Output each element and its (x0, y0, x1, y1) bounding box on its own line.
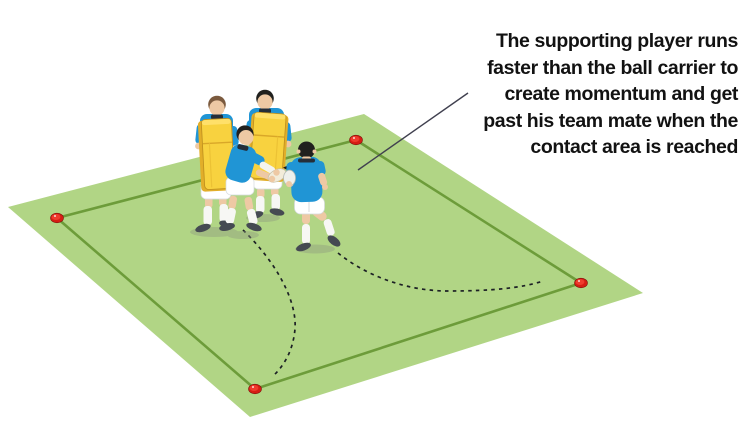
shoe (219, 223, 235, 231)
caption-line: faster than the ball carrier to (487, 56, 738, 79)
shoe (296, 242, 311, 252)
cone-left (50, 212, 64, 224)
head (257, 94, 273, 110)
corner-cones (50, 134, 588, 395)
player-ball-carrier (219, 125, 289, 232)
shoe (269, 208, 285, 216)
head (209, 100, 225, 116)
shoe (327, 235, 341, 247)
ball-carrier-run-path (242, 229, 296, 378)
player-supporting (283, 141, 341, 252)
shoe (195, 223, 211, 233)
cone-right (574, 277, 588, 289)
caption: The supporting player runs faster than t… (438, 28, 738, 161)
cone-bottom (248, 383, 262, 395)
caption-line: The supporting player runs (495, 30, 738, 52)
shoe (246, 222, 262, 232)
caption-pointer-line (357, 92, 469, 171)
hair (298, 141, 315, 159)
caption-line: past his team mate when the (483, 109, 738, 132)
run-paths (242, 229, 544, 378)
caption-line: contact area is reached (530, 136, 738, 158)
cone-top (349, 134, 363, 146)
head (238, 130, 254, 145)
caption-line: create momentum and get (504, 83, 738, 105)
supporting-player-run-path (337, 252, 544, 292)
